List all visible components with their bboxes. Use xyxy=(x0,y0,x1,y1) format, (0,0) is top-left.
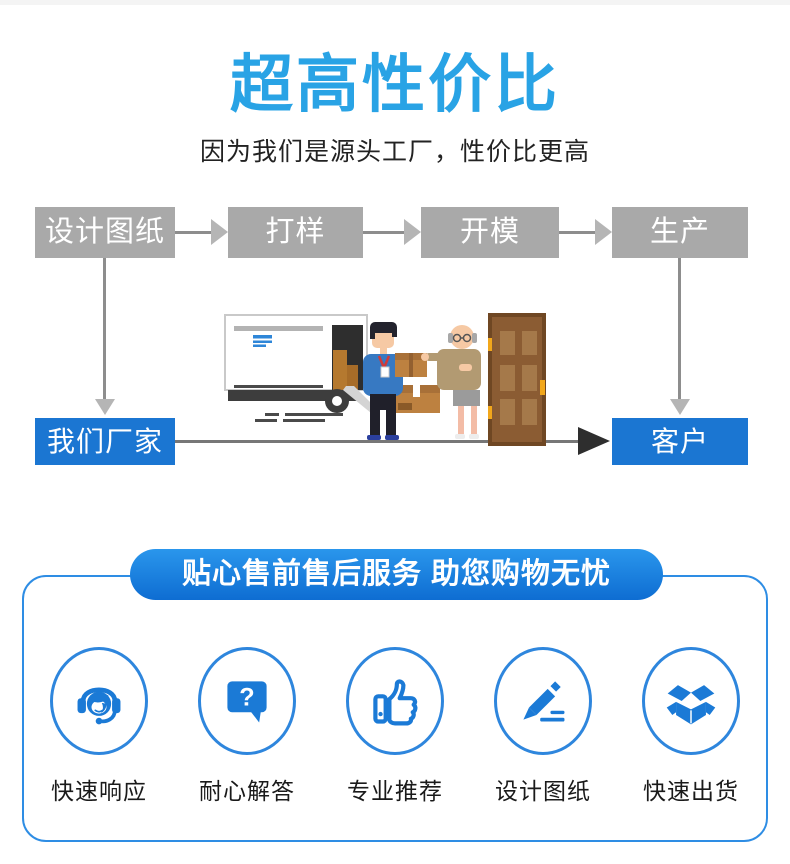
service-item-response: 快速响应 xyxy=(25,646,173,806)
icon-circle: ? xyxy=(198,646,296,755)
delivery-man-illustration xyxy=(363,321,427,440)
flow-step-design: 设计图纸 xyxy=(35,206,175,258)
icon-circle xyxy=(642,646,740,755)
service-item-shipping: 快速出货 xyxy=(617,646,765,806)
service-item-label: 设计图纸 xyxy=(495,777,591,804)
production-flowchart: 设计图纸 打样 开模 生产 我们厂家 客户 xyxy=(0,206,790,479)
arrow-right-icon xyxy=(175,207,228,258)
flow-step-sample: 打样 xyxy=(228,206,363,258)
service-banner: 贴心售前售后服务 助您购物无忧 xyxy=(130,548,663,600)
thumbs-up-icon xyxy=(373,679,418,726)
service-item-design: 设计图纸 xyxy=(469,646,617,806)
top-strip xyxy=(0,0,790,5)
icon-circle xyxy=(50,646,148,755)
open-box-icon xyxy=(666,685,716,725)
arrow-down-icon xyxy=(95,398,115,415)
svg-text:?: ? xyxy=(239,684,254,712)
arrow-right-icon xyxy=(363,207,421,258)
factory-box: 我们厂家 xyxy=(35,417,175,465)
customer-man-illustration xyxy=(421,324,481,439)
service-item-label: 专业推荐 xyxy=(347,777,443,804)
service-items-row: 快速响应 ? 耐心解答 专业推荐 xyxy=(25,646,765,806)
service-item-label: 耐心解答 xyxy=(199,777,295,804)
factory-to-customer-line xyxy=(175,439,580,443)
delivery-truck-illustration xyxy=(224,313,379,422)
flow-step-production: 生产 xyxy=(612,206,748,258)
pencil-icon xyxy=(523,681,565,722)
door-illustration xyxy=(488,312,546,446)
icon-circle xyxy=(346,646,444,755)
service-item-label: 快速响应 xyxy=(51,777,147,804)
headset-icon xyxy=(77,687,121,725)
arrow-right-icon xyxy=(559,207,612,258)
connector-line-down-left xyxy=(103,257,106,399)
arrow-down-icon xyxy=(670,398,690,415)
connector-line-down-right xyxy=(678,257,681,399)
service-item-label: 快速出货 xyxy=(643,777,739,804)
flow-step-mold: 开模 xyxy=(421,206,559,258)
page-subtitle: 因为我们是源头工厂，性价比更高 xyxy=(199,138,590,167)
arrow-right-dark-icon xyxy=(578,426,610,455)
service-item-answers: ? 耐心解答 xyxy=(173,646,321,806)
page-title: 超高性价比 xyxy=(230,50,560,120)
service-item-recommend: 专业推荐 xyxy=(321,646,469,806)
icon-circle xyxy=(494,646,592,755)
service-section: 贴心售前售后服务 助您购物无忧 快速响应 xyxy=(0,548,790,861)
customer-box: 客户 xyxy=(612,417,748,465)
question-bubble-icon: ? xyxy=(227,681,267,723)
delivery-scene-illustration xyxy=(224,312,546,446)
